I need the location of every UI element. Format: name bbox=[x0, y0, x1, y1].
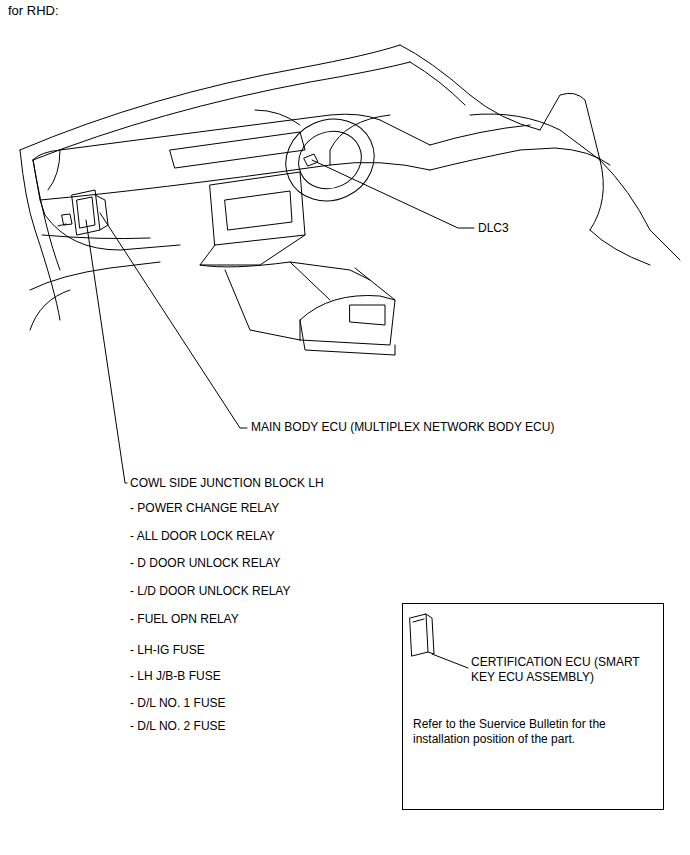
note-text: Refer to the Suervice Bulletin for the i… bbox=[413, 717, 653, 747]
part-label: MAIN BODY ECU (MULTIPLEX NETWORK BODY EC… bbox=[251, 420, 554, 435]
component-list-item: - LH-IG FUSE bbox=[130, 643, 205, 658]
component-list-item: - L/D DOOR UNLOCK RELAY bbox=[130, 584, 290, 599]
part-label: DLC3 bbox=[478, 221, 509, 236]
part-label: CERTIFICATION ECU (SMART KEY ECU ASSEMBL… bbox=[471, 655, 661, 685]
part-label: COWL SIDE JUNCTION BLOCK LH bbox=[130, 476, 324, 491]
component-list-item: - FUEL OPN RELAY bbox=[130, 612, 239, 627]
component-list-item: - POWER CHANGE RELAY bbox=[130, 501, 279, 516]
component-list-item: - LH J/B-B FUSE bbox=[130, 669, 221, 684]
component-list-item: - D/L NO. 1 FUSE bbox=[130, 696, 226, 711]
component-list-item: - D/L NO. 2 FUSE bbox=[130, 719, 226, 734]
diagram-title: for RHD: bbox=[8, 3, 59, 18]
note-box: CERTIFICATION ECU (SMART KEY ECU ASSEMBL… bbox=[402, 603, 664, 810]
component-list-item: - ALL DOOR LOCK RELAY bbox=[130, 529, 275, 544]
component-list-item: - D DOOR UNLOCK RELAY bbox=[130, 556, 280, 571]
